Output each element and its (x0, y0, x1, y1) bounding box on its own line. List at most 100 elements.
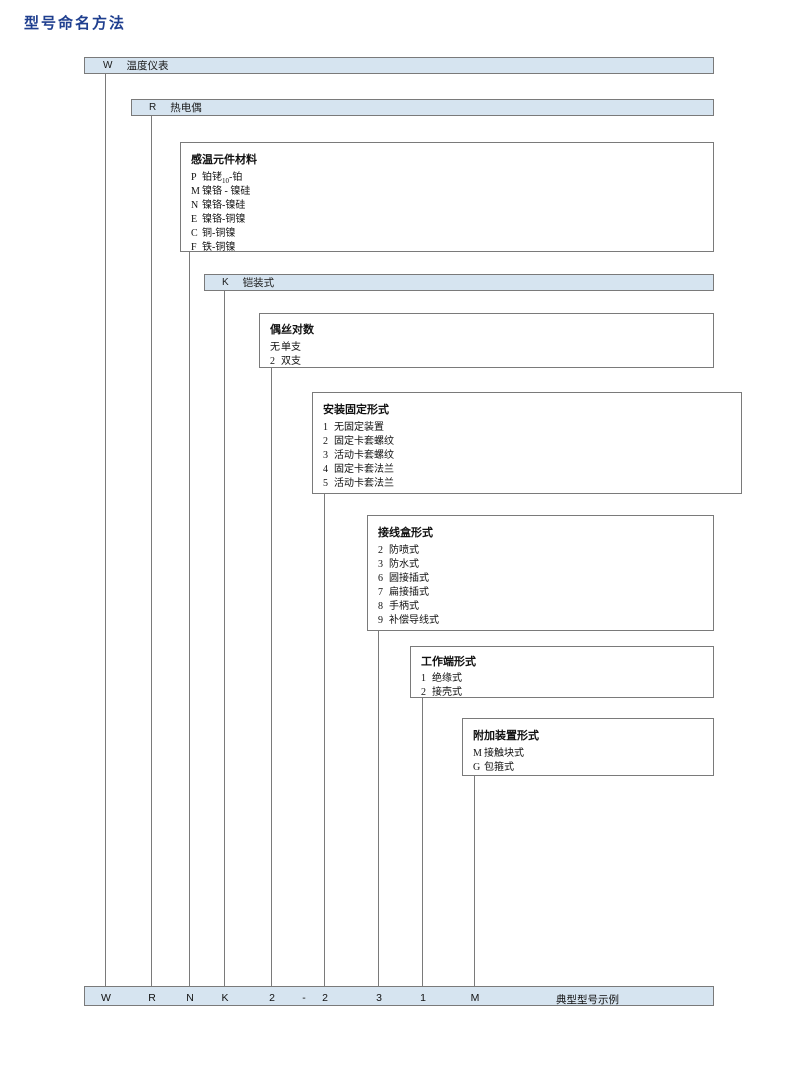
footer-cell: K (221, 992, 229, 1004)
option-text: 绝缘式 (432, 673, 462, 684)
option-text: 固定卡套螺纹 (334, 436, 394, 447)
bar-r-code: R (149, 102, 157, 113)
option-key: 9 (378, 615, 383, 626)
group-option: 2 防喷式 (378, 541, 419, 556)
group-option: 8 手柄式 (378, 597, 419, 612)
connector-line-wire-pairs (271, 368, 272, 986)
page-title: 型号命名方法 (24, 15, 127, 32)
group-option: 无单支 (270, 338, 301, 353)
option-text: 补偿导线式 (389, 615, 439, 626)
group-option: 9 补偿导线式 (378, 611, 439, 626)
group-option: C 铜-铜镍 (191, 224, 235, 239)
footer-cell: N (186, 992, 194, 1004)
group-box-junction-box: 接线盒形式 2 防喷式 3 防水式 6 圆接插式 7 扁接插式 8 手柄式 9 补偿导线式 (367, 515, 714, 631)
footer-cell: 2 (269, 992, 275, 1004)
option-key: M (191, 186, 200, 197)
footer-cell: - (302, 992, 306, 1004)
group-option: 3 活动卡套螺纹 (323, 446, 394, 461)
option-text: 镍铬 - 镍硅 (202, 186, 251, 197)
option-text: 活动卡套螺纹 (334, 450, 394, 461)
option-text: 防水式 (389, 559, 419, 570)
bar-k-label: 铠装式 (242, 277, 275, 289)
footer-cell: W (101, 992, 111, 1004)
group-heading-accessory: 附加装置形式 (473, 730, 539, 742)
bar-r: R 热电偶 (131, 99, 714, 116)
option-text: 接壳式 (432, 687, 462, 698)
group-heading-mounting: 安装固定形式 (323, 404, 389, 416)
option-text: 手柄式 (389, 601, 419, 612)
option-key: 1 (421, 673, 426, 684)
group-heading-wire-pairs: 偶丝对数 (270, 324, 314, 336)
connector-line-accessory (474, 776, 475, 986)
option-key: 4 (323, 464, 328, 475)
option-key: 7 (378, 587, 383, 598)
option-key: C (191, 228, 198, 239)
footer-cell: M (470, 992, 480, 1004)
option-key: P (191, 172, 197, 183)
group-option: 1 绝缘式 (421, 669, 462, 684)
bar-w-code: W (103, 60, 113, 71)
option-text: 单支 (281, 342, 301, 353)
option-text: 活动卡套法兰 (334, 478, 394, 489)
footer-example-bar: W R N K 2 - 2 3 1 M 典型型号示例 (84, 986, 714, 1006)
option-key: 2 (323, 436, 328, 447)
group-option: 2 固定卡套螺纹 (323, 432, 394, 447)
option-text: 扁接插式 (389, 587, 429, 598)
bar-r-label: 热电偶 (170, 102, 202, 114)
option-key: 8 (378, 601, 383, 612)
option-text: 铂铑10-铂 (202, 172, 243, 185)
bar-w-label: 温度仪表 (126, 60, 169, 72)
option-text: 镍铬-镍硅 (202, 200, 246, 211)
group-heading-junction-box: 接线盒形式 (378, 527, 433, 539)
option-text: 圆接插式 (389, 573, 429, 584)
footer-cell: 1 (420, 992, 426, 1004)
option-key: G (473, 762, 481, 773)
option-key: N (191, 200, 199, 211)
group-option: P 铂铑10-铂 (191, 168, 242, 185)
bar-k-code: K (222, 277, 229, 288)
option-text: 铁-铜镍 (202, 242, 236, 253)
group-option: 3 防水式 (378, 555, 419, 570)
option-key: 1 (323, 422, 328, 433)
group-option: 6 圆接插式 (378, 569, 429, 584)
footer-note: 典型型号示例 (556, 994, 619, 1006)
option-key: 6 (378, 573, 383, 584)
footer-cell: R (148, 992, 156, 1004)
connector-line-r (151, 116, 152, 986)
connector-line-mounting (324, 494, 325, 986)
footer-cell: 2 (322, 992, 328, 1004)
option-text: 接触块式 (484, 748, 524, 759)
option-text: 铜-铜镍 (202, 228, 236, 239)
option-text: 防喷式 (389, 545, 419, 556)
option-key: 3 (378, 559, 383, 570)
connector-line-k (224, 291, 225, 986)
option-key: 2 (270, 356, 275, 367)
group-option: F 铁-铜镍 (191, 238, 235, 253)
group-option: E 镍铬-铜镍 (191, 210, 245, 225)
option-key: E (191, 214, 198, 225)
option-text: 包箍式 (484, 762, 514, 773)
bar-w: W 温度仪表 (84, 57, 714, 74)
option-key: 2 (378, 545, 383, 556)
bar-k: K 铠装式 (204, 274, 714, 291)
option-key: F (191, 242, 197, 253)
footer-cell: 3 (376, 992, 382, 1004)
group-heading-working-end: 工作端形式 (421, 656, 476, 668)
option-key: 3 (323, 450, 328, 461)
connector-line-junction-box (378, 631, 379, 986)
connector-line-material (189, 252, 190, 986)
connector-line-w (105, 74, 106, 986)
option-text: 镍铬-铜镍 (202, 214, 246, 225)
